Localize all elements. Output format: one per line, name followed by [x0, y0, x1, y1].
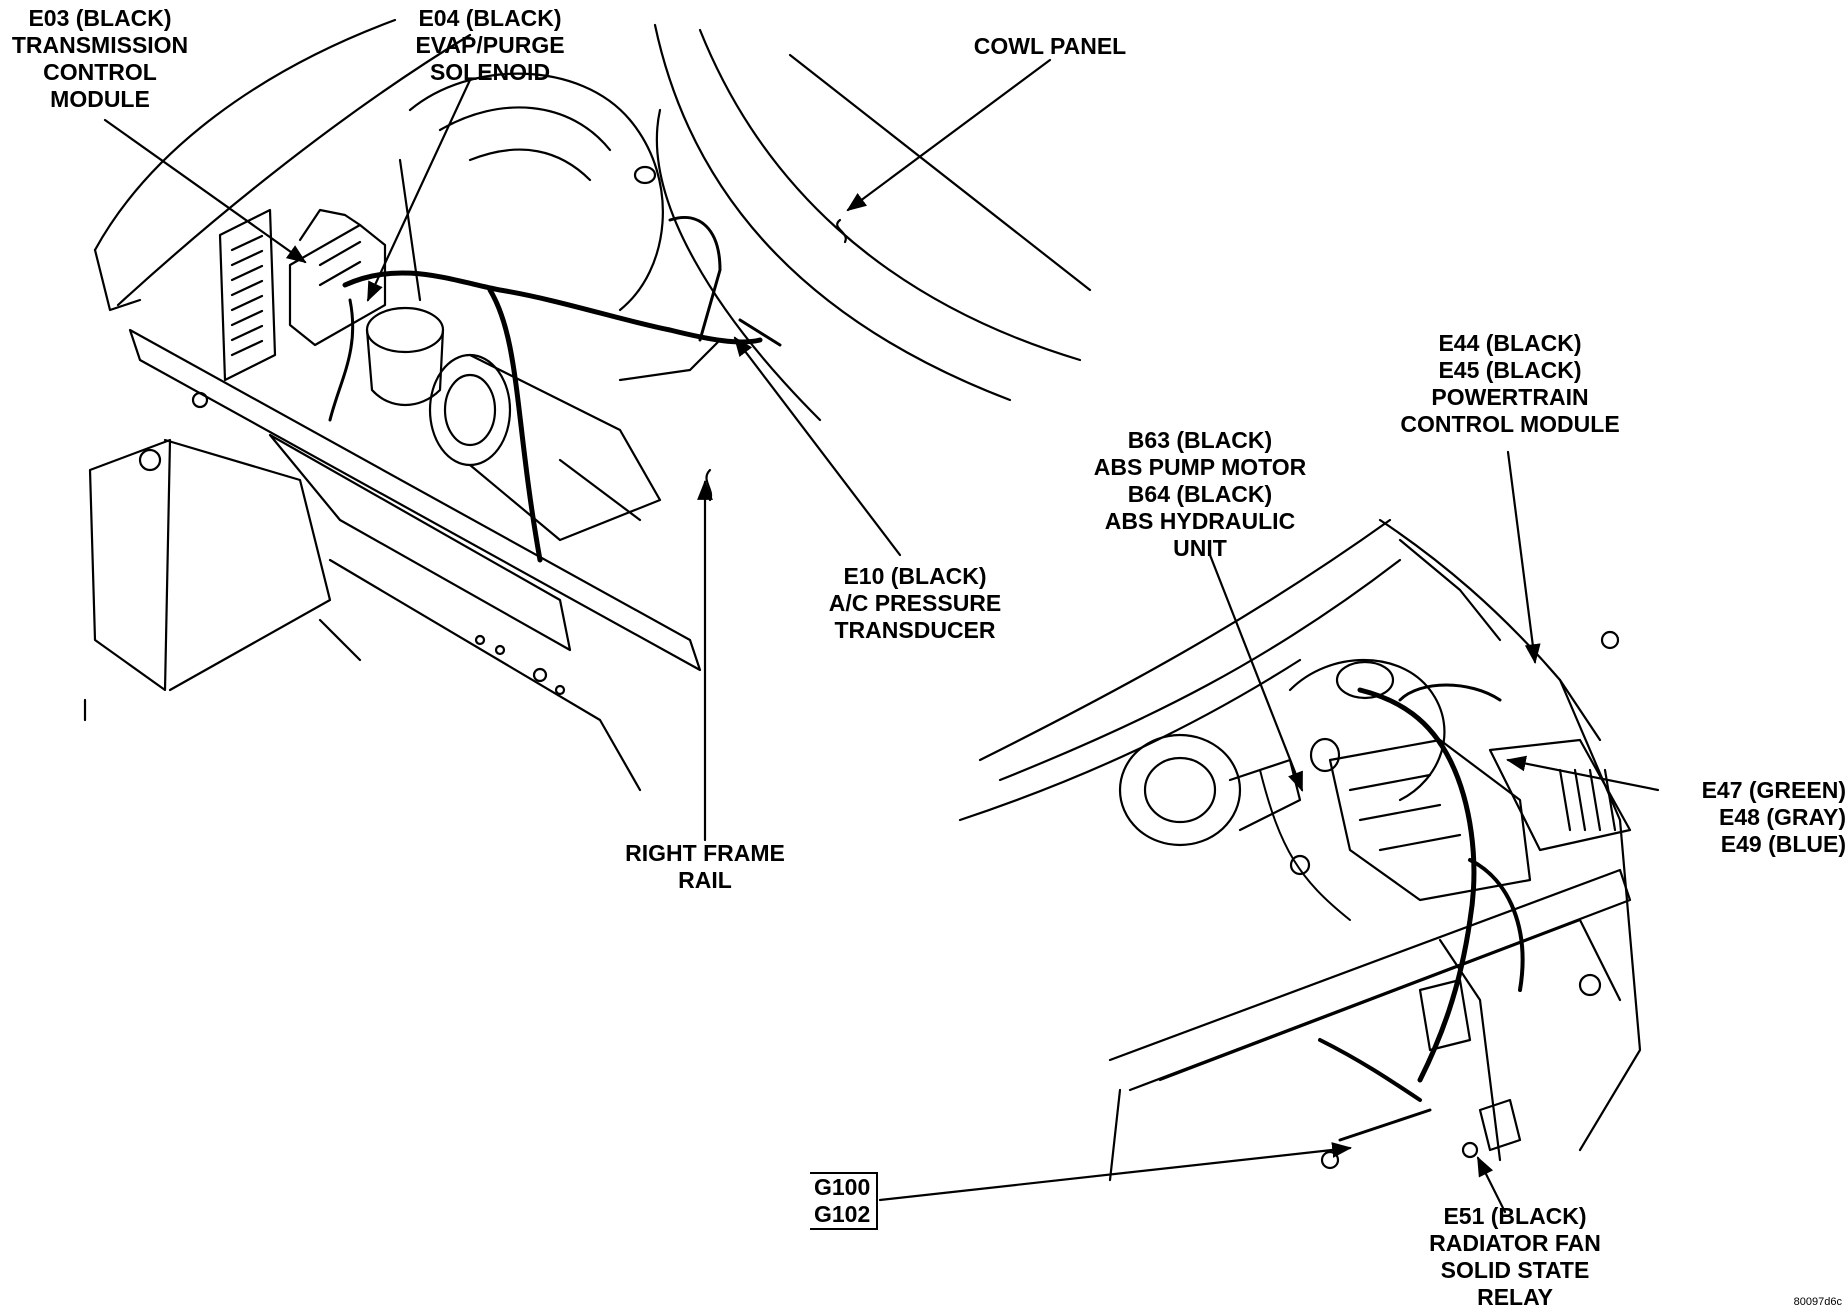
label-line: RIGHT FRAME [625, 840, 785, 866]
leader-e47 [1506, 755, 1660, 792]
label-line: E44 (BLACK) [1438, 330, 1582, 356]
label-line: TRANSMISSION [11, 32, 189, 58]
label-line: ABS PUMP MOTOR [1093, 454, 1307, 480]
label-line: E49 (BLUE) [1720, 831, 1846, 857]
label-line: B64 (BLACK) [1127, 481, 1273, 507]
label-line: COWL PANEL [973, 33, 1127, 59]
label-line: CONTROL MODULE [1400, 411, 1620, 437]
label-line: SOLID STATE [1440, 1257, 1590, 1283]
label-line: MODULE [50, 86, 150, 112]
leader-b63 [1208, 553, 1304, 792]
label-line: RADIATOR FAN [1429, 1230, 1601, 1256]
leader-e44 [1506, 450, 1541, 664]
label-line: G102 [814, 1201, 871, 1227]
leader-e51 [1476, 1156, 1507, 1214]
label-line: SOLENOID [429, 59, 551, 85]
label-line: E45 (BLACK) [1438, 357, 1582, 383]
label-line: CONTROL [43, 59, 157, 85]
label-line: EVAP/PURGE [415, 32, 565, 58]
label-line: RAIL [678, 867, 732, 893]
figure-id: 80097d6c [1793, 1296, 1842, 1308]
label-line: RELAY [1477, 1284, 1553, 1310]
label-e03-transmission-control-module: E03 (BLACK) TRANSMISSION CONTROL MODULE [0, 5, 200, 113]
label-line: ABS HYDRAULIC [1104, 508, 1296, 534]
lower-right-view [958, 518, 1642, 1182]
label-line: G100 [814, 1174, 871, 1200]
label-line: E04 (BLACK) [418, 5, 562, 31]
label-e44-e45-powertrain-control-module: E44 (BLACK) E45 (BLACK) POWERTRAIN CONTR… [1385, 330, 1635, 438]
label-right-frame-rail: RIGHT FRAME RAIL [605, 840, 805, 894]
label-e10-ac-pressure-transducer: E10 (BLACK) A/C PRESSURE TRANSDUCER [815, 563, 1015, 644]
leader-cowl [846, 58, 1052, 212]
label-line: UNIT [1173, 535, 1227, 561]
label-g100-g102: G100 G102 [810, 1172, 879, 1230]
label-b63-b64-abs: B63 (BLACK) ABS PUMP MOTOR B64 (BLACK) A… [1075, 427, 1325, 562]
label-line: POWERTRAIN [1431, 384, 1589, 410]
label-line: TRANSDUCER [834, 617, 996, 643]
label-e04-evap-purge-solenoid: E04 (BLACK) EVAP/PURGE SOLENOID [400, 5, 580, 86]
label-line: E48 (GRAY) [1719, 804, 1846, 830]
label-line: E51 (BLACK) [1443, 1203, 1587, 1229]
label-cowl-panel: COWL PANEL [960, 33, 1140, 60]
label-line: E47 (GREEN) [1701, 777, 1846, 803]
label-line: E03 (BLACK) [28, 5, 172, 31]
leader-e10 [733, 336, 902, 557]
upper-left-view [83, 18, 1092, 792]
label-e51-radiator-fan-relay: E51 (BLACK) RADIATOR FAN SOLID STATE REL… [1415, 1203, 1615, 1311]
label-e47-e48-e49: E47 (GREEN) E48 (GRAY) E49 (BLUE) [1666, 777, 1846, 858]
leader-e03 [103, 118, 307, 264]
leader-e04 [366, 78, 472, 302]
label-line: A/C PRESSURE [828, 590, 1002, 616]
label-line: E10 (BLACK) [843, 563, 987, 589]
leader-lines [103, 58, 1660, 1214]
leader-g100 [878, 1142, 1352, 1202]
label-line: B63 (BLACK) [1127, 427, 1273, 453]
